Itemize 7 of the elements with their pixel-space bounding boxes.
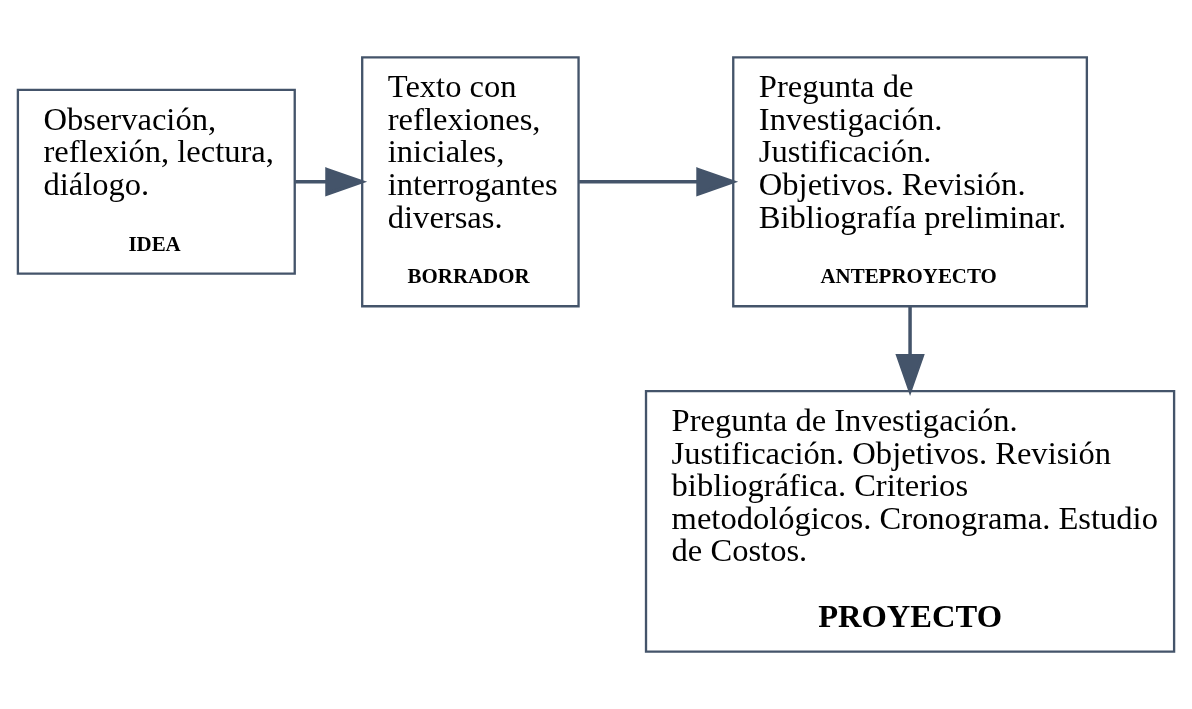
arrow (895, 306, 925, 396)
node-box: Observación, reflexión, lectura, diálogo. IDEA (16, 88, 296, 275)
node-box: Pregunta de Investigación. Justificación. Objetivos. Revisión bibliográfica. Criterios metodológicos. Cronograma. Estudio de Costos. PROYECTO (644, 389, 1176, 653)
node-box: Pregunta de Investigación. Justificación. Objetivos. Revisión. Bibliografía preliminar. ANTEPROYECTO (732, 56, 1089, 308)
arrow (579, 167, 739, 197)
arrow (295, 167, 368, 197)
node-box: Texto con reflexiones, iniciales, interrogantes diversas. BORRADOR (361, 56, 580, 308)
